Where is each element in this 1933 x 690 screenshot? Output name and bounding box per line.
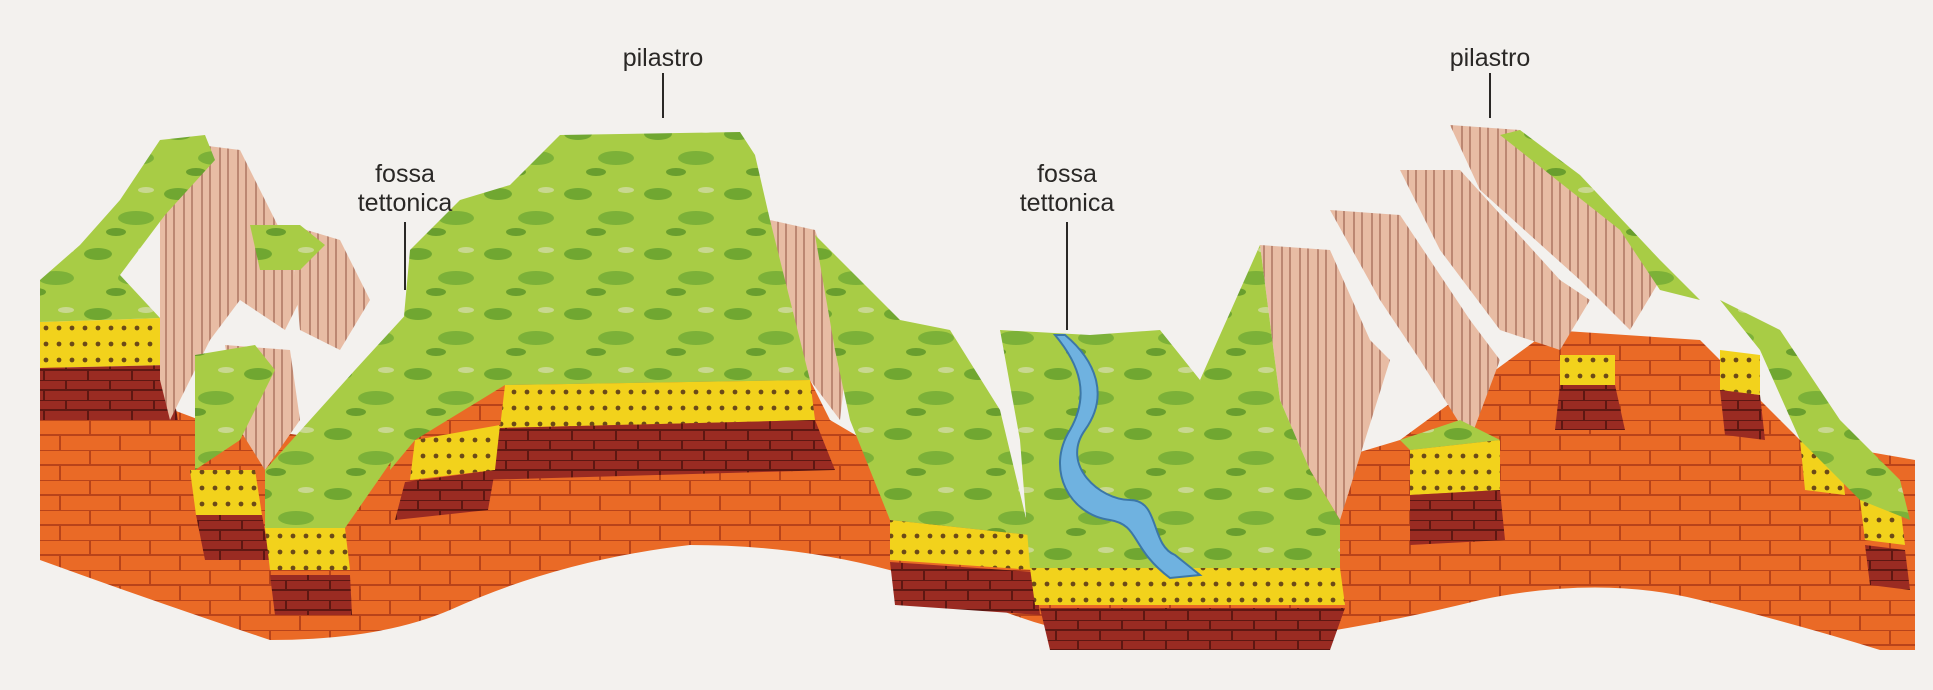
red-brick-layer [1410, 490, 1505, 545]
label-fossa-tettonica-left: fossa tettonica [345, 160, 465, 218]
red-brick-layer [40, 365, 178, 420]
label-line-1: fossa [1007, 160, 1127, 189]
label-line-2: tettonica [345, 189, 465, 218]
red-brick-layer [1040, 608, 1345, 650]
sandstone-layer [190, 470, 262, 515]
label-line-1: fossa [345, 160, 465, 189]
label-fossa-tettonica-right: fossa tettonica [1007, 160, 1127, 218]
label-pilastro-left: pilastro [610, 44, 716, 73]
sandstone-layer [1720, 350, 1760, 395]
red-brick-layer [1720, 390, 1765, 440]
red-brick-layer [1865, 545, 1910, 590]
label-text: pilastro [1437, 44, 1543, 73]
red-brick-layer [480, 420, 835, 480]
sandstone-layer [265, 528, 350, 570]
label-line-2: tettonica [1007, 189, 1127, 218]
red-brick-layer [270, 575, 352, 615]
label-text: pilastro [610, 44, 716, 73]
red-brick-layer [196, 515, 270, 560]
sandstone-layer [1560, 355, 1615, 385]
sandstone-layer [40, 318, 168, 368]
label-pilastro-right: pilastro [1437, 44, 1543, 73]
red-brick-layer [1555, 385, 1625, 430]
sandstone-layer [500, 380, 815, 428]
